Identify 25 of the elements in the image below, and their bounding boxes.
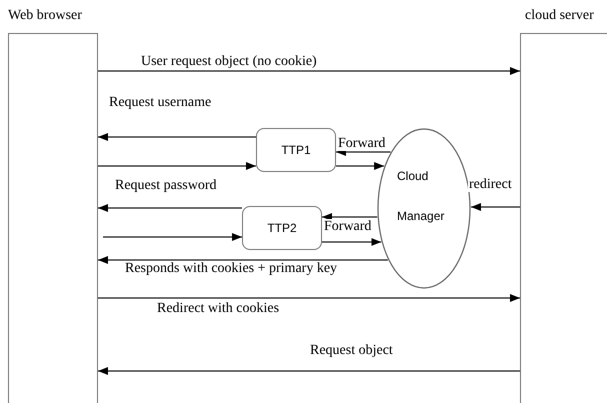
arrow: [98, 294, 520, 302]
edge-label: Request username: [108, 95, 212, 110]
edge-label: Responds with cookies + primary key: [124, 261, 338, 276]
arrow: [471, 203, 520, 211]
edge-label: Forward: [337, 136, 386, 151]
arrow: [98, 256, 388, 264]
process-box: TTP1: [256, 128, 336, 172]
arrow: [98, 162, 256, 170]
arrow: [98, 133, 256, 141]
arrow: [336, 162, 384, 170]
process-box: TTP2: [242, 206, 322, 250]
arrow: [336, 148, 391, 156]
arrow: [98, 204, 242, 212]
participant-label: cloud server: [525, 8, 594, 24]
arrow: [98, 67, 520, 75]
arrow: [103, 233, 242, 241]
arrow: [322, 213, 378, 221]
participant-label: Web browser: [8, 8, 82, 24]
node-label: Cloud Manager: [397, 168, 446, 225]
edge-label: redirect: [468, 177, 513, 192]
arrow: [322, 238, 382, 246]
edge-label: Request object: [309, 343, 394, 358]
arrow: [98, 367, 520, 375]
edge-label: User request object (no cookie): [140, 54, 318, 69]
edge-label: Request password: [114, 178, 218, 193]
